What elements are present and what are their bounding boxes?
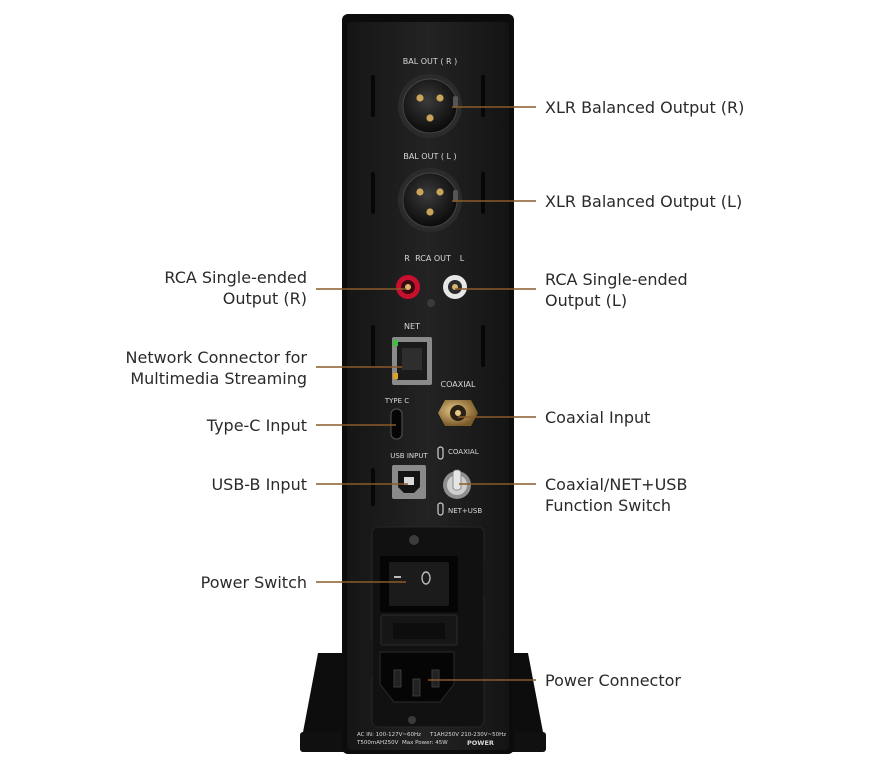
power-label: POWER (467, 739, 494, 747)
callout-power-connector: Power Connector (545, 671, 681, 690)
switch-coaxial-label: COAXIAL (448, 448, 479, 456)
xlr-output-r-jack: BAL OUT ( R ) (398, 57, 462, 138)
bal-out-r-label: BAL OUT ( R ) (403, 57, 457, 66)
ratings-line3: T1AH250V 210-230V~50Hz (429, 732, 506, 738)
ratings-line1: AC IN: 100-127V~60Hz (357, 732, 421, 738)
rca-l-label: L (460, 254, 465, 263)
callout-usb-b: USB-B Input (211, 475, 307, 494)
callout-xlr-r: XLR Balanced Output (R) (545, 98, 745, 117)
callout-network: Network Connector for Multimedia Streami… (125, 348, 308, 388)
switch-net-usb-label: NET+USB (448, 507, 482, 515)
type-c-label: TYPE C (384, 397, 409, 405)
coaxial-jack: COAXIAL (438, 380, 478, 426)
function-toggle-switch: COAXIAL NET+USB (437, 446, 482, 516)
iec-power-inlet (379, 651, 455, 724)
rca-r-label: R (404, 254, 410, 263)
leader-lines (316, 106, 536, 681)
rca-jacks: R RCA OUT L (396, 254, 467, 307)
callout-xlr-l: XLR Balanced Output (L) (545, 192, 743, 211)
net-label: NET (404, 322, 420, 331)
callout-coaxial: Coaxial Input (545, 408, 651, 427)
coaxial-label: COAXIAL (441, 380, 477, 389)
usb-b-port: USB INPUT (390, 452, 428, 499)
callout-rca-l: RCA Single-ended Output (L) (545, 270, 688, 310)
ratings-line4: Max Power: 45W (402, 740, 448, 746)
ratings-label: AC IN: 100-127V~60Hz T500mAH250V T1AH250… (356, 732, 506, 747)
callout-function-switch: Coaxial/NET+USB Function Switch (545, 475, 688, 515)
callout-rca-r: RCA Single-ended Output (R) (164, 268, 307, 308)
callout-type-c: Type-C Input (206, 416, 307, 435)
ratings-line2: T500mAH250V (356, 740, 399, 746)
type-c-port: TYPE C (384, 397, 409, 440)
rca-out-label: RCA OUT (415, 254, 451, 263)
bal-out-l-label: BAL OUT ( L ) (403, 152, 456, 161)
xlr-output-l-jack: BAL OUT ( L ) (398, 152, 462, 232)
ethernet-port: NET (392, 322, 432, 385)
callout-power-switch: Power Switch (200, 573, 307, 592)
usb-input-label: USB INPUT (390, 452, 428, 460)
